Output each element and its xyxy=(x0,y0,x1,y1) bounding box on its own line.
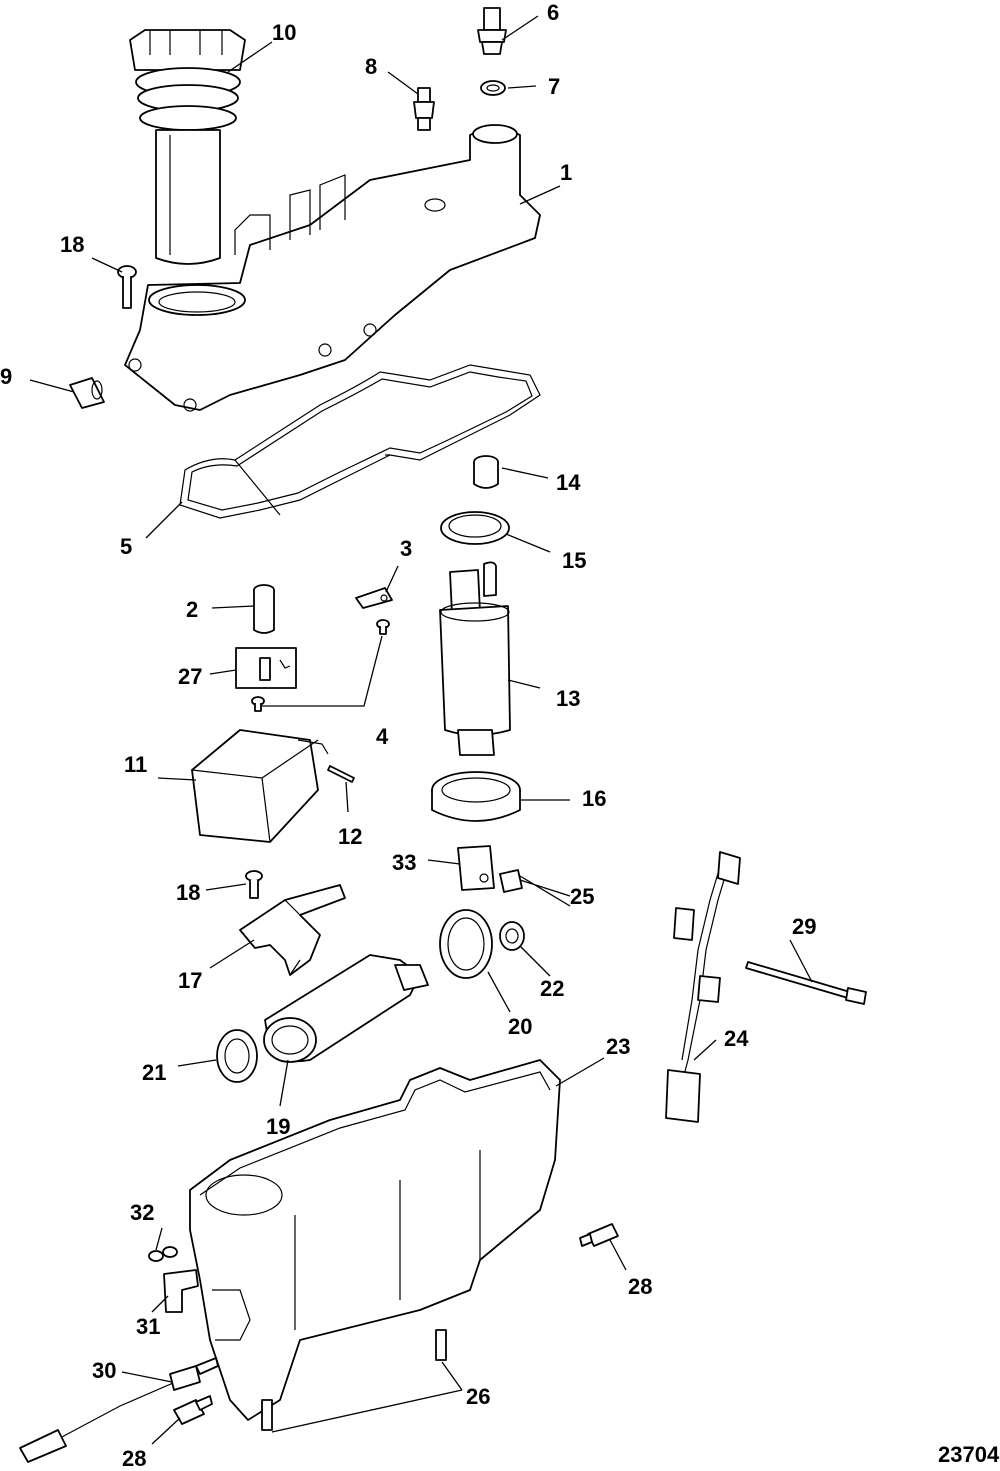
part-5-gasket xyxy=(179,364,541,519)
callout-10: 10 xyxy=(272,20,296,45)
callout-18-b: 18 xyxy=(176,880,200,905)
part-24-wire-harness xyxy=(665,851,741,1123)
part-32-orings xyxy=(148,1246,178,1262)
part-21-ring xyxy=(216,1029,258,1083)
callout-33: 33 xyxy=(392,850,416,875)
part-11-module xyxy=(191,729,329,843)
callout-26: 26 xyxy=(466,1384,490,1409)
callout-20: 20 xyxy=(508,1014,532,1039)
callout-13: 13 xyxy=(556,686,580,711)
callout-labels: 1 2 3 4 5 6 7 8 9 10 11 12 13 14 15 16 1… xyxy=(0,0,816,1471)
callout-5: 5 xyxy=(120,534,132,559)
callout-24: 24 xyxy=(724,1026,749,1051)
callout-23: 23 xyxy=(606,1034,630,1059)
callout-1: 1 xyxy=(560,160,572,185)
callout-22: 22 xyxy=(540,976,564,1001)
part-14-spacer xyxy=(473,455,499,489)
part-25-fitting xyxy=(499,869,523,893)
callout-8: 8 xyxy=(365,54,377,79)
part-20-ring xyxy=(439,909,493,979)
part-17-bracket xyxy=(239,884,346,976)
callout-30: 30 xyxy=(92,1358,116,1383)
callout-21: 21 xyxy=(142,1060,166,1085)
part-13-fuel-pump xyxy=(439,561,511,756)
part-30-sensor xyxy=(19,1357,219,1463)
callout-7: 7 xyxy=(548,74,560,99)
part-26-studs xyxy=(261,1329,447,1431)
callout-18-a: 18 xyxy=(60,232,84,257)
part-18-screw-lower xyxy=(245,870,263,899)
part-28-fitting-right xyxy=(579,1223,619,1247)
callout-29: 29 xyxy=(792,914,816,939)
callout-14: 14 xyxy=(556,470,581,495)
callout-32: 32 xyxy=(130,1200,154,1225)
part-27-kit-box xyxy=(235,647,297,689)
callout-3: 3 xyxy=(400,536,412,561)
callout-15: 15 xyxy=(562,548,586,573)
part-7-washer xyxy=(480,80,506,96)
callout-19: 19 xyxy=(266,1114,290,1139)
callout-4: 4 xyxy=(376,724,389,749)
part-1-top-cover xyxy=(124,124,541,412)
part-31-elbow-fitting xyxy=(163,1269,199,1313)
part-3-clip xyxy=(355,587,393,609)
part-2-connector xyxy=(253,584,275,634)
callout-28-a: 28 xyxy=(628,1274,652,1299)
part-8-fitting xyxy=(413,87,435,131)
figure-number: 23704 xyxy=(938,1442,1000,1467)
part-29-cable-tie xyxy=(745,961,867,1005)
leader-lines xyxy=(29,15,813,1445)
part-33-clip xyxy=(457,845,495,891)
part-16-ring xyxy=(431,771,521,822)
part-9-bushing xyxy=(69,377,105,409)
part-15-ring xyxy=(440,511,510,545)
callout-17: 17 xyxy=(178,968,202,993)
part-23-lower-housing xyxy=(189,1059,561,1421)
callout-11: 11 xyxy=(124,752,147,777)
part-12-pin xyxy=(327,765,355,783)
callout-6: 6 xyxy=(547,0,559,25)
callout-16: 16 xyxy=(582,786,606,811)
callout-31: 31 xyxy=(136,1314,160,1339)
callout-28-b: 28 xyxy=(122,1446,146,1471)
callout-2: 2 xyxy=(186,597,198,622)
part-10-filter-cartridge xyxy=(129,29,246,265)
part-19-pump xyxy=(263,954,429,1063)
part-22-fitting xyxy=(499,921,525,951)
part-28-fitting-lower xyxy=(173,1395,213,1425)
callout-25: 25 xyxy=(570,884,594,909)
part-4-screws xyxy=(251,619,390,712)
callout-27: 27 xyxy=(178,664,202,689)
callout-9: 9 xyxy=(0,364,12,389)
part-18-screw-upper xyxy=(117,265,137,309)
callout-12: 12 xyxy=(338,824,362,849)
part-6-fitting xyxy=(477,7,507,55)
